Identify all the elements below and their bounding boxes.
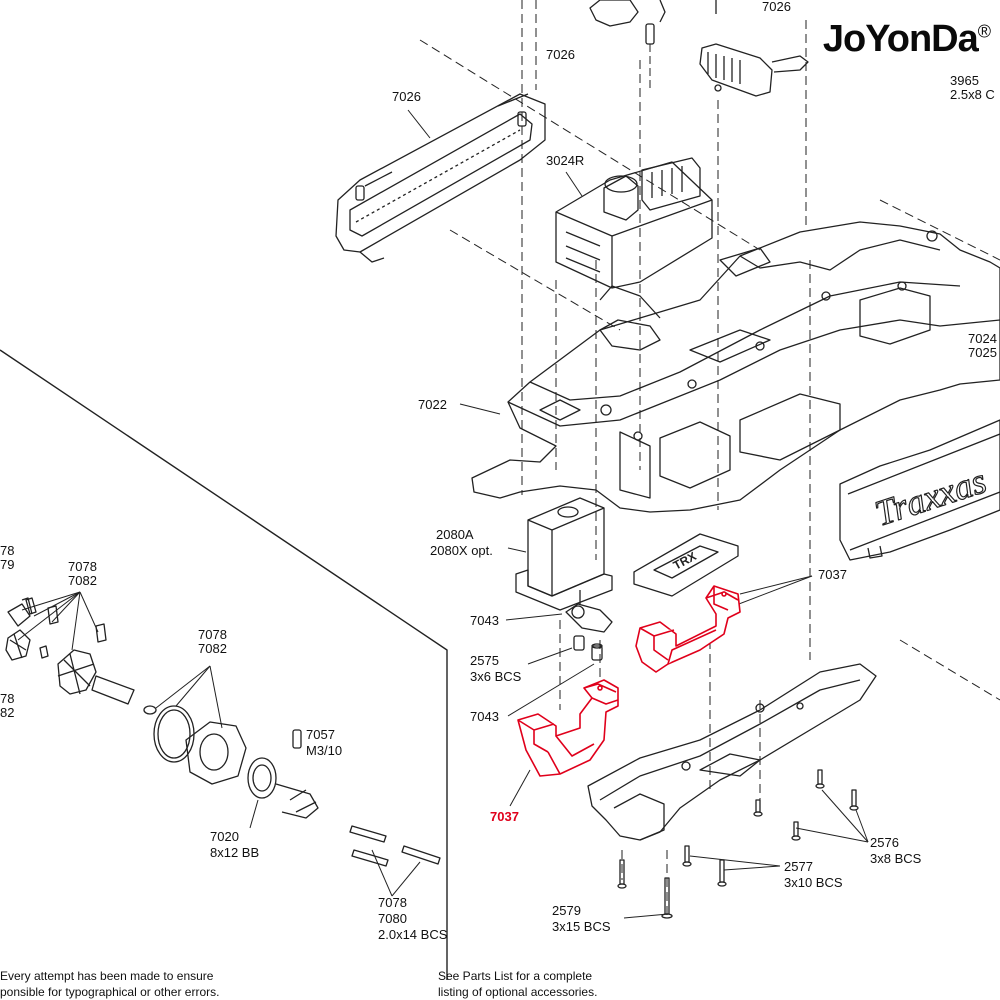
label-7078-pins: 7078 bbox=[378, 895, 407, 910]
main-chassis bbox=[471, 221, 1000, 513]
differential-parts bbox=[5, 597, 441, 867]
label-7037-highlight: 7037 bbox=[490, 809, 519, 824]
label-2080a: 2080A bbox=[436, 527, 474, 542]
label-2577-size: 3x10 BCS bbox=[784, 875, 843, 890]
inset-panel-border bbox=[0, 349, 448, 980]
label-3965: 3965 bbox=[950, 73, 979, 88]
label-7078-gears: 7078 bbox=[68, 559, 97, 574]
leader-lines bbox=[17, 109, 869, 919]
label-7020-size: 8x12 BB bbox=[210, 845, 260, 860]
label-7080-pins: 7080 bbox=[378, 911, 407, 926]
brand-name: JoYonDa bbox=[822, 18, 979, 60]
label-7043-lower: 7043 bbox=[470, 709, 499, 724]
label-7020: 7020 bbox=[210, 829, 239, 844]
servo bbox=[515, 497, 613, 611]
battery-cover bbox=[335, 93, 546, 263]
label-78-cut: 78 bbox=[0, 543, 15, 558]
label-2576-size: 3x8 BCS bbox=[870, 851, 922, 866]
footer-note-right: See Parts List for a complete listing of… bbox=[438, 968, 597, 1000]
footer-note-left-line2: ponsible for typographical or other erro… bbox=[0, 985, 220, 999]
servo-horn-and-screws bbox=[565, 603, 613, 661]
side-rail: Traxxas bbox=[839, 419, 1000, 561]
label-7037-right: 7037 bbox=[818, 567, 847, 582]
footer-note-left-line1: Every attempt has been made to ensure bbox=[0, 969, 214, 983]
label-7057-size: M3/10 bbox=[306, 743, 343, 758]
label-2579-size: 3x15 BCS bbox=[552, 919, 611, 934]
top-link-parts bbox=[589, 0, 809, 97]
lower-chassis-plate bbox=[587, 663, 877, 841]
label-pins-size: 2.0x14 BCS bbox=[378, 927, 448, 942]
label-3024r: 3024R bbox=[546, 153, 585, 168]
label-78-cut-2: 78 bbox=[0, 691, 15, 706]
label-7025: 7025 bbox=[968, 345, 997, 360]
label-2080x: 2080X opt. bbox=[430, 543, 493, 558]
mounting-screws bbox=[617, 769, 859, 919]
label-7022: 7022 bbox=[418, 397, 447, 412]
svg-text:TRX: TRX bbox=[671, 549, 699, 573]
label-2575: 2575 bbox=[470, 653, 499, 668]
footer-note-right-line1: See Parts List for a complete bbox=[438, 969, 593, 983]
label-7078-rings: 7078 bbox=[198, 627, 227, 642]
label-3965-size: 2.5x8 C bbox=[950, 87, 995, 102]
label-7057: 7057 bbox=[306, 727, 335, 742]
footer-note-left: Every attempt has been made to ensure po… bbox=[0, 968, 219, 1000]
brand-watermark: JoYonDa® bbox=[818, 16, 994, 63]
label-2576: 2576 bbox=[870, 835, 899, 850]
label-7043-horn: 7043 bbox=[470, 613, 499, 628]
registered-mark: ® bbox=[977, 21, 991, 42]
assembly-guide-lines bbox=[419, 0, 1000, 915]
highlighted-part-7037 bbox=[517, 585, 741, 777]
label-7024: 7024 bbox=[968, 331, 997, 346]
receiver-box bbox=[555, 157, 713, 289]
trx-plate: TRX bbox=[633, 533, 739, 597]
label-82-cut: 82 bbox=[0, 705, 15, 720]
label-79-cut: 79 bbox=[0, 557, 15, 572]
label-7082-gears: 7082 bbox=[68, 573, 97, 588]
label-2575-size: 3x6 BCS bbox=[470, 669, 522, 684]
label-7026-cover: 7026 bbox=[392, 89, 421, 104]
label-2577: 2577 bbox=[784, 859, 813, 874]
label-7082-rings: 7082 bbox=[198, 641, 227, 656]
label-7026-small: 7026 bbox=[546, 47, 575, 62]
footer-note-right-line2: listing of optional accessories. bbox=[438, 985, 598, 999]
label-7026-top: 7026 bbox=[762, 0, 791, 14]
chassis-logo-text: Traxxas bbox=[870, 460, 991, 533]
label-2579: 2579 bbox=[552, 903, 581, 918]
